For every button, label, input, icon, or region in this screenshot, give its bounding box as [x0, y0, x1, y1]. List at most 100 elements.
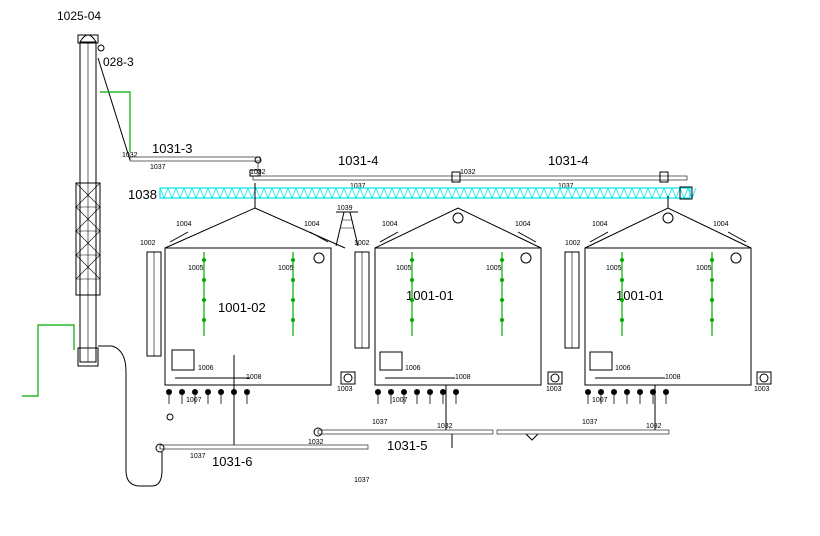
silo-3-1003: 1003	[754, 386, 770, 393]
silo-2-1004-b: 1004	[515, 221, 531, 228]
label-1032-f: 1032	[308, 439, 324, 446]
aeration-dot	[710, 298, 714, 302]
gate-valve	[179, 389, 185, 395]
gate-valve	[663, 389, 669, 395]
silo-1-1004-a: 1004	[176, 221, 192, 228]
aeration-dot	[500, 258, 504, 262]
gate-valve	[244, 389, 250, 395]
label-conveyor-1031-4-b: 1031-4	[548, 153, 588, 168]
gate-valve	[637, 389, 643, 395]
silo-2-1005-b: 1005	[486, 265, 502, 272]
label-tower-1039: 1039	[337, 205, 353, 212]
label-1037-e: 1037	[582, 419, 598, 426]
aeration-dot	[291, 258, 295, 262]
label-elevator-side: 028-3	[103, 55, 134, 69]
gate-valve	[427, 389, 433, 395]
aeration-dot	[710, 278, 714, 282]
label-catwalk-1038: 1038	[128, 187, 157, 202]
silo-2-1008: 1008	[455, 374, 471, 381]
gate-valve	[440, 389, 446, 395]
label-conveyor-1031-5: 1031-5	[387, 438, 427, 453]
silo-1-name: 1001-02	[218, 300, 266, 315]
silo-1-1002: 1002	[140, 240, 156, 247]
aeration-dot	[710, 318, 714, 322]
aeration-dot	[500, 318, 504, 322]
aeration-dot	[202, 318, 206, 322]
silo-3-name: 1001-01	[616, 288, 664, 303]
gate-valve	[414, 389, 420, 395]
aeration-dot	[202, 258, 206, 262]
silo-2-name: 1001-01	[406, 288, 454, 303]
aeration-dot	[202, 298, 206, 302]
silo-1-1005-a: 1005	[188, 265, 204, 272]
aeration-dot	[710, 258, 714, 262]
silo-3-1004-a: 1004	[592, 221, 608, 228]
aeration-dot	[410, 318, 414, 322]
gate-valve	[388, 389, 394, 395]
gate-valve	[453, 389, 459, 395]
label-1032-b: 1032	[250, 169, 266, 176]
aeration-dot	[410, 278, 414, 282]
silo-3-1005-a: 1005	[606, 265, 622, 272]
silo-1-1004-b: 1004	[304, 221, 320, 228]
label-1037-c: 1037	[558, 183, 574, 190]
catwalk-1038	[159, 186, 697, 200]
silo-3-1008: 1008	[665, 374, 681, 381]
aeration-dot	[620, 298, 624, 302]
aeration-dot	[291, 298, 295, 302]
silo-3-1007: 1007	[592, 397, 608, 404]
aeration-dot	[410, 298, 414, 302]
label-1037-b: 1037	[350, 183, 366, 190]
gate-valve	[375, 389, 381, 395]
silo-1-1005-b: 1005	[278, 265, 294, 272]
aeration-dot	[500, 278, 504, 282]
label-1032-e: 1032	[646, 423, 662, 430]
aeration-dot	[291, 278, 295, 282]
aeration-dot	[202, 278, 206, 282]
gate-valve	[192, 389, 198, 395]
silo-3-1005-b: 1005	[696, 265, 712, 272]
label-conveyor-1031-3: 1031-3	[152, 141, 192, 156]
aeration-dot	[620, 318, 624, 322]
label-1037-f: 1037	[190, 453, 206, 460]
bucket-elevator	[75, 34, 163, 487]
silo-2-1006: 1006	[405, 365, 421, 372]
gate-valve	[611, 389, 617, 395]
aeration-dot	[620, 258, 624, 262]
label-1032-a: 1032	[122, 152, 138, 159]
silo-2-1007: 1007	[392, 397, 408, 404]
silo-1	[146, 183, 356, 386]
label-conveyor-1031-6: 1031-6	[212, 454, 252, 469]
small-valve	[166, 413, 174, 421]
label-1037-d: 1037	[372, 419, 388, 426]
silo-3	[564, 196, 772, 386]
label-conveyor-1031-4-a: 1031-4	[338, 153, 378, 168]
support-tower-1039	[335, 211, 359, 247]
silo-2-1005-a: 1005	[396, 265, 412, 272]
discharge-gates	[166, 389, 669, 404]
gate-valve	[585, 389, 591, 395]
gate-valve	[218, 389, 224, 395]
top-conveyor-1031-3	[129, 156, 262, 164]
label-elevator-top: 1025-04	[57, 9, 101, 23]
silo-2-1002: 1002	[354, 240, 370, 247]
silo-2	[354, 207, 563, 386]
gate-valve	[205, 389, 211, 395]
silo-2-1004-a: 1004	[382, 221, 398, 228]
gate-valve	[401, 389, 407, 395]
aeration-dot	[291, 318, 295, 322]
label-1037-a: 1037	[150, 164, 166, 171]
silo-1-1006: 1006	[198, 365, 214, 372]
gate-valve	[166, 389, 172, 395]
silo-3-1004-b: 1004	[713, 221, 729, 228]
aeration-dot	[410, 258, 414, 262]
label-1037-g: 1037	[354, 477, 370, 484]
control-wire-left	[22, 324, 75, 397]
silo-1-1008: 1008	[246, 374, 262, 381]
gate-valve	[624, 389, 630, 395]
aeration-dot	[500, 298, 504, 302]
silo-2-1003: 1003	[546, 386, 562, 393]
silo-3-1006: 1006	[615, 365, 631, 372]
bottom-conveyor-1031-6	[155, 355, 369, 453]
